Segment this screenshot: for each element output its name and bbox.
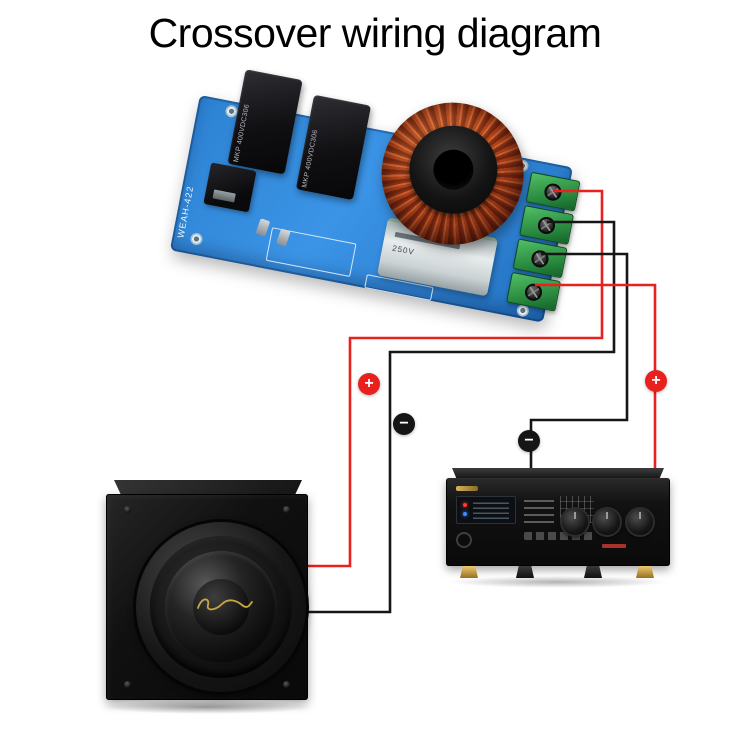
speaker-shadow [100, 700, 314, 714]
speaker-logo-script [197, 598, 253, 611]
speaker-driver [136, 522, 306, 692]
volume-knob [562, 509, 588, 535]
panel-red-label [602, 544, 626, 548]
amplifier-shadow [448, 576, 668, 588]
bass-knob [594, 509, 620, 535]
connector-clip [212, 189, 236, 203]
cabinet-screw [124, 681, 131, 688]
subwoofer-speaker [100, 476, 314, 716]
amplifier-foot [636, 566, 654, 578]
display-rows [473, 502, 509, 519]
treble-knob [627, 509, 653, 535]
speaker-cabinet-top [114, 480, 302, 496]
amplifier-top [452, 468, 664, 478]
amplifier-front-panel [446, 478, 670, 566]
terminal-screw [543, 181, 564, 202]
amplifier-display [456, 496, 516, 524]
cabinet-screw [124, 506, 131, 513]
power-button [456, 532, 472, 548]
speaker-cabinet-front [106, 494, 308, 700]
minus-badge: − [393, 413, 415, 435]
audio-amplifier [446, 468, 670, 590]
terminal-screw [536, 215, 557, 235]
panel-button-row [524, 532, 594, 540]
inductor-core-hole [429, 146, 477, 193]
capacitor-label: MKP 400VDC306 [232, 103, 252, 163]
amplifier-foot [584, 566, 602, 578]
minus-badge: − [518, 430, 540, 452]
terminal-position-1 [525, 171, 581, 212]
page-title: Crossover wiring diagram [148, 10, 602, 56]
inductor-core [401, 117, 506, 222]
cabinet-screw [283, 681, 290, 688]
amplifier-brand-mark [456, 486, 478, 491]
film-capacitor-label: 250V [391, 243, 416, 257]
amplifier-positive-wire [535, 283, 657, 473]
driver-dust-cap [193, 579, 249, 635]
cabinet-screw [283, 506, 290, 513]
input-connector [203, 162, 257, 213]
amplifier-foot [516, 566, 534, 578]
terminal-position-2 [519, 205, 575, 246]
amplifier-foot [460, 566, 478, 578]
power-led [463, 503, 467, 507]
terminal-position-3 [512, 238, 568, 279]
capacitor-label: MKP 400VDC306 [301, 129, 320, 189]
panel-label-rows [524, 496, 554, 523]
plus-badge: + [645, 370, 667, 392]
crossover-board: WEAH-422 MKP 400VDC306 MKP 400VDC306 250… [169, 69, 581, 323]
status-led [463, 512, 467, 516]
terminal-screw [523, 281, 544, 302]
plus-badge: + [358, 373, 380, 395]
terminal-screw [530, 248, 551, 269]
